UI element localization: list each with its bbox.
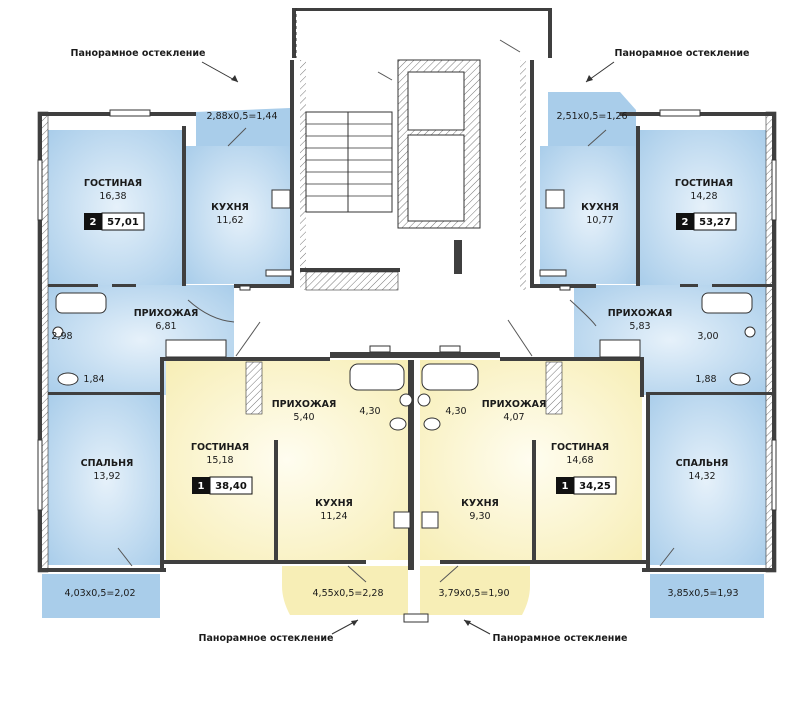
callout-bottom-left: Панорамное остекление (199, 619, 359, 644)
kitchen-label: КУХНЯ (211, 202, 249, 213)
right-apartment-labels: 2,51x0,5=1,26 ГОСТИНАЯ 14,28 2 53,27 КУХ… (557, 111, 739, 599)
kitchen-area: 11,24 (320, 511, 347, 522)
svg-text:1: 1 (562, 481, 569, 492)
balcony-center-left: 4,55x0,5=2,28 (313, 588, 384, 599)
fixtures (52, 189, 756, 529)
windows (37, 109, 777, 623)
center-left-apartment-labels: ПРИХОЖАЯ 5,40 4,30 ГОСТИНАЯ 15,18 1 38,4… (191, 399, 384, 599)
callout-top-left: Панорамное остекление (71, 48, 239, 83)
balcony-left-top: 2,88x0,5=1,44 (207, 111, 278, 122)
wc-area: 1,84 (83, 374, 104, 385)
hallway-label: ПРИХОЖАЯ (272, 399, 337, 410)
callout-bottom-right: Панорамное остекление (463, 619, 628, 644)
left-apartment-labels: 2,88x0,5=1,44 ГОСТИНАЯ 16,38 2 57,01 КУХ… (51, 111, 277, 599)
balcony-left-bottom: 4,03x0,5=2,02 (65, 588, 136, 599)
hallway-area: 5,83 (629, 321, 650, 332)
room-count-badge: 1 34,25 (556, 476, 617, 495)
wc-area: 1,88 (695, 374, 716, 385)
living-room-area: 14,68 (566, 455, 593, 466)
hallway-area: 4,07 (503, 412, 524, 423)
kitchen-label: КУХНЯ (315, 498, 353, 509)
bathroom-area: 4,30 (445, 406, 466, 417)
panoramic-glazing-label: Панорамное остекление (493, 633, 628, 644)
bedroom-area: 14,32 (688, 471, 715, 482)
panoramic-glazing-label: Панорамное остекление (71, 48, 206, 59)
svg-text:2: 2 (682, 217, 689, 228)
hallway-label: ПРИХОЖАЯ (482, 399, 547, 410)
living-room-label: ГОСТИНАЯ (191, 442, 249, 453)
svg-text:2: 2 (90, 217, 97, 228)
bedroom-label: СПАЛЬНЯ (676, 458, 729, 469)
door-swings (117, 39, 675, 583)
apartment-left (42, 108, 294, 618)
total-area: 53,27 (699, 217, 731, 228)
hallway-label: ПРИХОЖАЯ (608, 308, 673, 319)
hallway-label: ПРИХОЖАЯ (134, 308, 199, 319)
apartment-center (166, 360, 642, 615)
living-room-area: 16,38 (99, 191, 126, 202)
room-count-badge: 2 53,27 (676, 212, 737, 231)
living-room-area: 14,28 (690, 191, 717, 202)
kitchen-area: 11,62 (216, 215, 243, 226)
panoramic-glazing-label: Панорамное остекление (199, 633, 334, 644)
hallway-area: 6,81 (155, 321, 176, 332)
balcony-center-right: 3,79x0,5=1,90 (439, 588, 510, 599)
kitchen-label: КУХНЯ (461, 498, 499, 509)
balcony-right-bottom: 3,85x0,5=1,93 (668, 588, 739, 599)
living-room-label: ГОСТИНАЯ (84, 178, 142, 189)
bathroom-area: 3,00 (697, 331, 718, 342)
kitchen-area: 10,77 (586, 215, 613, 226)
svg-text:1: 1 (198, 481, 205, 492)
bedroom-label: СПАЛЬНЯ (81, 458, 134, 469)
panoramic-glazing-label: Панорамное остекление (615, 48, 750, 59)
living-room-label: ГОСТИНАЯ (551, 442, 609, 453)
callout-top-right: Панорамное остекление (585, 48, 750, 83)
staircase (295, 8, 399, 291)
living-room-area: 15,18 (206, 455, 233, 466)
total-area: 38,40 (215, 481, 247, 492)
hallway-area: 5,40 (293, 412, 314, 423)
room-count-badge: 2 57,01 (84, 212, 145, 231)
bedroom-area: 13,92 (93, 471, 120, 482)
bathroom-area: 2,98 (51, 331, 72, 342)
living-room-label: ГОСТИНАЯ (675, 178, 733, 189)
hatched-structure (37, 59, 777, 573)
bathroom-area: 4,30 (359, 406, 380, 417)
center-right-apartment-labels: ПРИХОЖАЯ 4,07 4,30 ГОСТИНАЯ 14,68 1 34,2… (439, 399, 617, 599)
kitchen-area: 9,30 (469, 511, 490, 522)
total-area: 57,01 (107, 217, 139, 228)
balcony-right-top: 2,51x0,5=1,26 (557, 111, 628, 122)
kitchen-label: КУХНЯ (581, 202, 619, 213)
total-area: 34,25 (579, 481, 611, 492)
room-count-badge: 1 38,40 (192, 476, 253, 495)
